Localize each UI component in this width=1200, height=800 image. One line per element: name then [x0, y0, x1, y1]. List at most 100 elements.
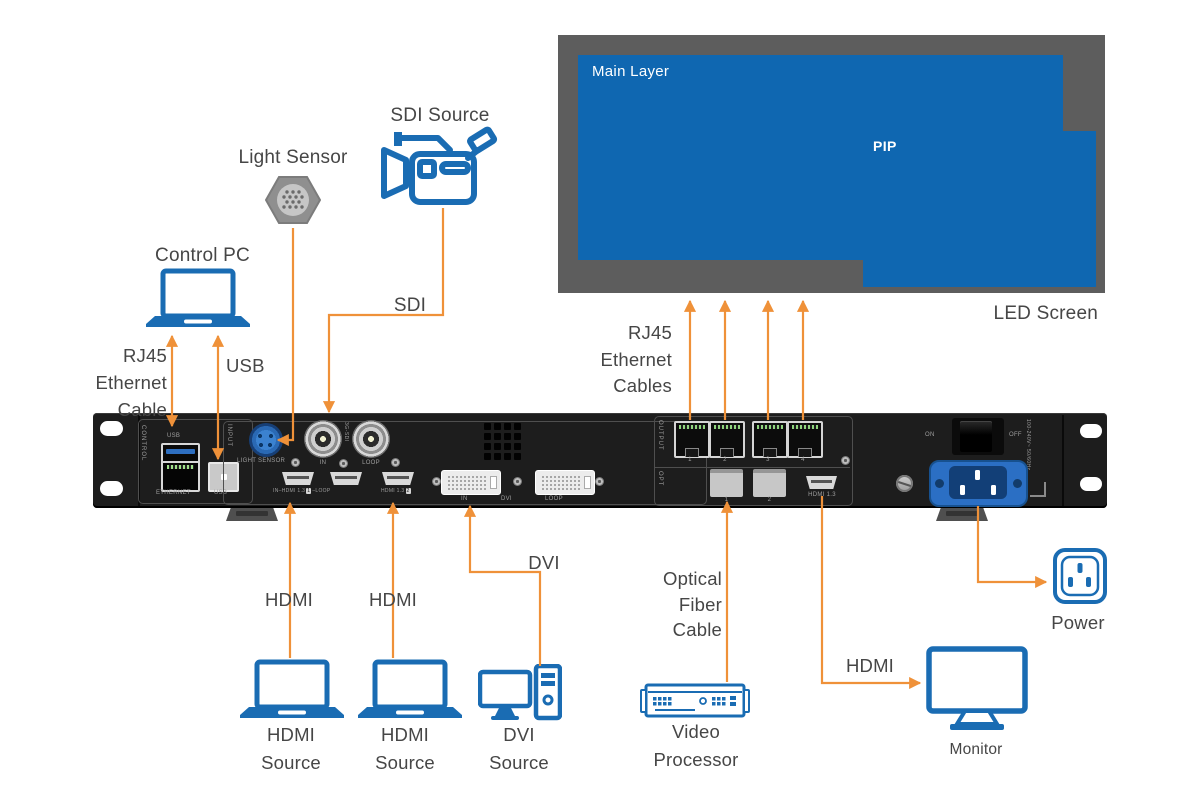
hdmi-source-2-line1: HDMI [380, 724, 430, 745]
ac-power-inlet [929, 460, 1028, 507]
led-screen-caption: LED Screen [993, 303, 1098, 324]
rj45-cables-line2: Ethernet [600, 348, 672, 370]
screw [595, 477, 604, 486]
screw [391, 458, 400, 467]
hdmi-source-1-line1: HDMI [266, 724, 316, 745]
rj45-cable-line1: RJ45 [123, 345, 167, 366]
dvi-loop-port [535, 470, 595, 495]
screw [841, 456, 850, 465]
dvi-cable-label: DVI [528, 552, 560, 573]
hdmi-cable-1-label: HDMI [264, 589, 314, 610]
output-port-3 [752, 421, 788, 458]
control-group-box [138, 419, 253, 504]
opt-port-1 [710, 469, 743, 497]
hdmi-source-1-line2: Source [261, 752, 321, 773]
opt-port-2 [753, 469, 786, 497]
dvi-source-desktop-icon [478, 664, 562, 721]
hdmi2-num: 2 [405, 488, 411, 494]
rack-hole [100, 421, 123, 436]
video-processor-line2: Processor [653, 748, 739, 770]
rj45-cables-line1: RJ45 [628, 322, 672, 343]
ac-inlet-socket [949, 466, 1007, 499]
ground-screw [896, 475, 913, 492]
output-port-1 [674, 421, 710, 458]
output-port-4-label: 4 [801, 457, 805, 463]
ethernet-port-label: ETHERNET [156, 490, 191, 496]
input-group-box [223, 421, 707, 505]
hdmi-out-port-label: HDMI 1.3 [808, 492, 836, 498]
light-sensor-port-label: LIGHT SENSOR [237, 458, 286, 464]
dvi-source-line2: Source [489, 752, 549, 773]
light-sensor-port [249, 423, 283, 457]
usb-cable-label: USB [226, 355, 265, 376]
dvi-source-label: DVI Source [474, 721, 564, 777]
ethernet-port [161, 461, 200, 492]
ear-divider [1062, 415, 1064, 506]
hdmi-loop-text: LOOP [315, 488, 331, 494]
screw [291, 458, 300, 467]
hdmi2-text: HDMI 1.3 [381, 488, 405, 494]
hdmi-source-2-line2: Source [375, 752, 435, 773]
power-switch [960, 421, 992, 452]
device-foot [226, 508, 278, 521]
light-sensor-label: Light Sensor [238, 147, 348, 168]
usb-b-port-label: USB [214, 490, 228, 496]
controller-device: CONTROL USB ETHERNET USB INPUT LIGHT SEN… [93, 413, 1107, 508]
ear-divider [138, 415, 140, 506]
light-sensor-icon [265, 176, 321, 224]
sdi-cable-label: SDI [393, 295, 427, 316]
optical-fiber-cable-label: Optical Fiber Cable [644, 566, 722, 643]
power-on-label: ON [925, 432, 935, 438]
hdmi-in-port [282, 472, 314, 485]
sdi-source-label: SDI Source [390, 105, 490, 126]
opt-port-1-label: 1 [724, 497, 729, 503]
cable-power [976, 506, 1048, 589]
dvi-in-label: IN [461, 496, 468, 502]
input-group-label: INPUT [226, 424, 232, 447]
hdmi-source-1-label: HDMI Source [246, 721, 336, 777]
sdi-camera-icon [381, 126, 498, 205]
output-group-label: OUTPUT [657, 420, 663, 451]
hdmi-monitor-cable-label: HDMI [845, 655, 895, 676]
output-port-1-label: 1 [688, 457, 692, 463]
video-processor-line1: Video [672, 721, 720, 742]
sdi-in-bnc [304, 420, 342, 458]
optical-line2: Fiber [678, 593, 722, 615]
output-port-3-label: 3 [766, 457, 770, 463]
monitor-icon [926, 646, 1028, 730]
hdmi2-in-port [382, 472, 414, 485]
hdmi1-text: HDMI 1.3 [281, 488, 306, 494]
hdmi-source-2-label: HDMI Source [360, 721, 450, 777]
device-foot [936, 508, 988, 521]
sdi-in-label: IN [319, 460, 327, 466]
rack-hole [100, 481, 123, 496]
screw [339, 459, 348, 468]
control-pc-label: Control PC [155, 245, 250, 266]
cable-light-sensor [276, 228, 295, 447]
rack-hole [1080, 424, 1102, 438]
control-pc-laptop-icon [146, 268, 250, 327]
output-port-4 [787, 421, 823, 458]
hdmi1-num: 1 [306, 488, 312, 494]
dvi-in-port [441, 470, 501, 495]
hdmi-cable-2-label: HDMI [368, 589, 418, 610]
video-processor-label: Video Processor [636, 718, 756, 773]
hdmi-in-text: IN [273, 488, 279, 494]
hdmi-loop-port [330, 472, 362, 485]
control-group-label: CONTROL [140, 425, 146, 462]
panel-mark [1030, 482, 1046, 497]
dvi-label: DVI [501, 496, 512, 502]
sdi-loop-bnc [352, 420, 390, 458]
output-opt-divider [655, 467, 850, 468]
usb-port-label: USB [167, 433, 181, 439]
sdi-loop-label: LOOP [362, 460, 380, 466]
output-port-2 [709, 421, 745, 458]
pip-label: PIP [873, 138, 897, 154]
hdmi-out-port [806, 476, 837, 489]
video-processor-icon [640, 683, 750, 718]
screw [513, 477, 522, 486]
dvi-source-line1: DVI [503, 724, 535, 745]
rj45-cable-line2: Ethernet [95, 372, 167, 393]
